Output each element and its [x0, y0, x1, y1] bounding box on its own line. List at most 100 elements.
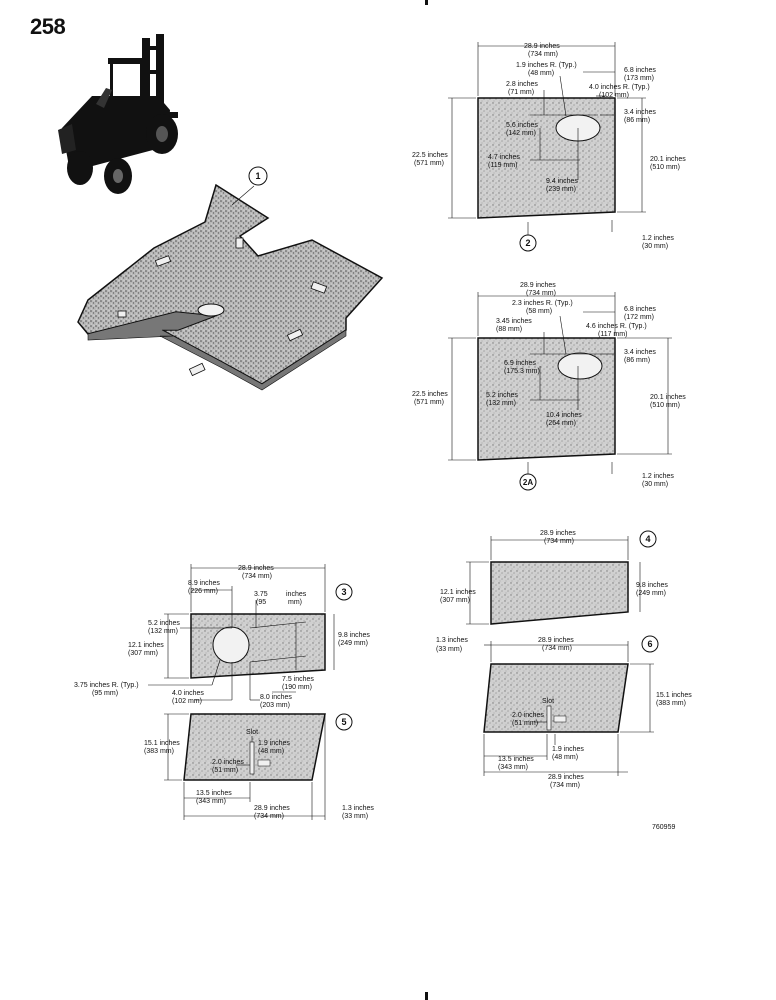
panel6-label: 2.0 inches	[512, 712, 544, 719]
panel2a-label: (175.3 mm)	[504, 368, 540, 375]
panel2-label: (86 mm)	[624, 117, 650, 124]
panel3-label: (132 mm)	[148, 628, 178, 635]
floor-plate-panel-1: 1	[77, 166, 384, 391]
panel3-label: (734 mm)	[242, 573, 272, 580]
panel2-label: 9.4 inches	[546, 178, 578, 185]
panel3-label: (190 mm)	[282, 684, 312, 691]
panel4-label: (249 mm)	[636, 590, 666, 597]
panel2a-label: (58 mm)	[526, 308, 552, 315]
panel2a-label: 20.1 inches	[650, 394, 686, 401]
panel5-label: (734 mm)	[254, 813, 284, 820]
callout-6-circle	[641, 635, 659, 653]
panel6-label: (48 mm)	[552, 754, 578, 761]
panel3-label: inches	[286, 591, 307, 598]
panel2a-label: 3.4 inches	[624, 349, 656, 356]
panel3-label: 28.9 inches	[238, 565, 274, 572]
panel3-label: (226 mm)	[188, 588, 218, 595]
panel4-label: (307 mm)	[440, 597, 470, 604]
panel2a-label: 10.4 inches	[546, 412, 582, 419]
floor-plate-panel-2a: 2A 28.9 inches (734 mm) 2.3 inches R. (T…	[412, 282, 686, 491]
panel4-label: 12.1 inches	[440, 589, 476, 596]
panel2-label: 4.0 inches R. (Typ.)	[589, 84, 650, 91]
panel3-label: (249 mm)	[338, 640, 368, 647]
callout-2a-label: 2A	[523, 478, 533, 487]
panel2-label: (142 mm)	[506, 130, 536, 137]
panel2-label: (239 mm)	[546, 186, 576, 193]
panel6-label: 15.1 inches	[656, 692, 692, 699]
panel6-label: 1.3 inches	[436, 637, 468, 644]
callout-5-label: 5	[341, 717, 346, 727]
panel5-label: (343 mm)	[196, 798, 226, 805]
panel2-label: (510 mm)	[650, 164, 680, 171]
panel6-label: (343 mm)	[498, 764, 528, 771]
callout-4-circle	[639, 530, 657, 548]
panel3-label: 8.0 inches	[260, 694, 292, 701]
panel5-label: 1.3 inches	[342, 805, 374, 812]
panel3-label: (95 mm)	[92, 690, 118, 697]
panel2-label: 1.9 inches R. (Typ.)	[516, 62, 577, 69]
panel6-label: 28.9 inches	[548, 774, 584, 781]
panel3-label: 9.8 inches	[338, 632, 370, 639]
callout-3-circle	[335, 583, 353, 601]
panel6-label: 28.9 inches	[538, 637, 574, 644]
callout-1-circle	[248, 166, 268, 186]
panel2-label: (571 mm)	[414, 160, 444, 167]
panel3-label: (102 mm)	[172, 698, 202, 705]
panel2a-label: (30 mm)	[642, 481, 668, 488]
panel2a-label: 28.9 inches	[520, 282, 556, 289]
panel2a-label: (734 mm)	[526, 290, 556, 297]
panel3-label: mm)	[288, 599, 302, 606]
page-number: 258	[30, 14, 66, 39]
panel2a-label: (510 mm)	[650, 402, 680, 409]
figure-code: 760959	[652, 824, 676, 831]
bottom-registration-mark	[425, 992, 428, 1000]
panel3-label: 4.0 inches	[172, 690, 204, 697]
panel6-label: 13.5 inches	[498, 756, 534, 763]
floor-plate-panel-2: 2 28.9 inches (734 mm) 1.9 inches R. (Ty…	[412, 42, 686, 252]
floor-plate-panel-4: 4 28.9 inches (734 mm) 12.1 inches (307 …	[440, 530, 668, 625]
panel2-label: (119 mm)	[488, 162, 517, 169]
panel3-label: 5.2 inches	[148, 620, 180, 627]
panel2a-label: 6.8 inches	[624, 306, 656, 313]
panel6-label: (33 mm)	[436, 646, 462, 653]
floor-plate-panel-6: 6 1.3 inches (33 mm) 28.9 inches (734 mm…	[436, 635, 692, 789]
callout-5-circle	[335, 713, 353, 731]
panel2a-label: 1.2 inches	[642, 473, 674, 480]
callout-2-circle	[519, 234, 537, 252]
panel2-label: 6.8 inches	[624, 67, 656, 74]
floor-plate-panel-3: 3 28.9 inches (734 mm) 8.9 inches (226 m…	[74, 564, 370, 709]
panel4-label: 28.9 inches	[540, 530, 576, 537]
panel2a-label: 6.9 inches	[504, 360, 536, 367]
floor-plate-panel-5: 5 15.1 inches (383 mm) Slot 1.9 inches (…	[144, 713, 374, 820]
panel2a-label: 22.5 inches	[412, 391, 448, 398]
panel2a-label: (571 mm)	[414, 399, 444, 406]
panel2a-label: (117 mm)	[598, 331, 627, 338]
panel2-label: 20.1 inches	[650, 156, 686, 163]
panel2a-label: 3.45 inches	[496, 318, 532, 325]
panel2-label: (71 mm)	[508, 89, 534, 96]
panel2-label: (48 mm)	[528, 70, 554, 77]
panel3-label: 3.75	[254, 591, 268, 598]
callout-3-label: 3	[341, 587, 346, 597]
panel6-label: 1.9 inches	[552, 746, 584, 753]
panel2a-label: (88 mm)	[496, 326, 522, 333]
top-registration-mark	[425, 0, 428, 5]
panel2-label: 3.4 inches	[624, 109, 656, 116]
panel6-label: (734 mm)	[550, 782, 580, 789]
panel3-label: 7.5 inches	[282, 676, 314, 683]
panel4-label: (734 mm)	[544, 538, 574, 545]
panel2a-label: (264 mm)	[546, 420, 576, 427]
panel2-label: (30 mm)	[642, 243, 668, 250]
forklift-illustration	[58, 34, 178, 194]
panel2-label: 4.7 inches	[488, 154, 520, 161]
panel2-label: 28.9 inches	[524, 43, 560, 50]
panel3-label: 8.9 inches	[188, 580, 220, 587]
panel2-label: 22.5 inches	[412, 152, 448, 159]
panel3-label: 12.1 inches	[128, 642, 164, 649]
callout-1-label: 1	[255, 171, 260, 181]
panel5-label: 15.1 inches	[144, 740, 180, 747]
panel3-label: (95	[256, 599, 266, 606]
callout-4-label: 4	[645, 534, 650, 544]
panel5-label: (48 mm)	[258, 748, 284, 755]
